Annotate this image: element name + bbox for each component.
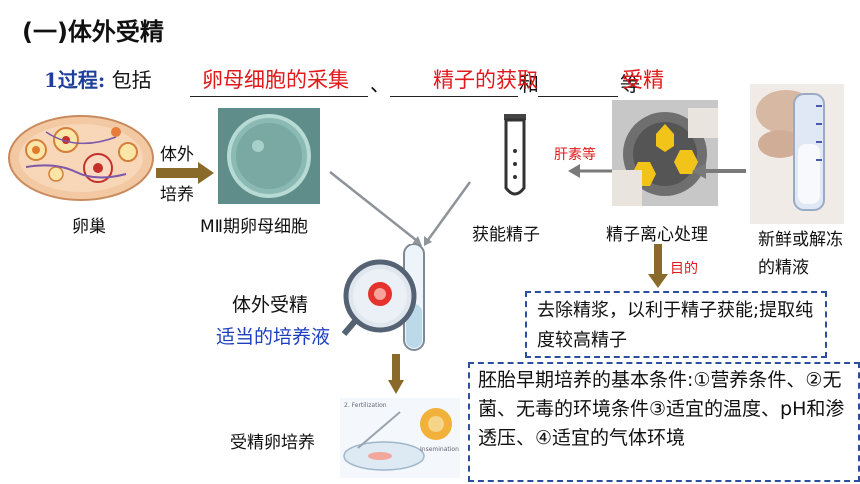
culture-conditions-box: 胚胎早期培养的基本条件:①营养条件、②无菌、无毒的环境条件③适宜的温度、pH和渗…	[468, 362, 860, 482]
in-vitro-label-2: 培养	[160, 185, 194, 205]
ovary-label: 卵巢	[72, 217, 106, 237]
culture-dish-image	[340, 398, 460, 478]
process-line: 1过程: 包括	[44, 64, 152, 93]
answer-fertilization: 受精	[622, 68, 664, 92]
process-sep-1: 、	[370, 72, 390, 96]
test-tube-icon	[504, 114, 526, 196]
answer-sperm-acquisition: 精子的获取	[433, 68, 538, 92]
fertilization-image	[341, 244, 425, 351]
semen-tube-image	[750, 84, 844, 224]
process-number: 1	[44, 68, 58, 92]
purpose-label: 目的	[670, 261, 698, 277]
purpose-box: 去除精浆，以利于精子获能;提取纯度较高精子	[525, 291, 827, 358]
purpose-arrow	[648, 244, 668, 288]
ovary-image	[8, 115, 154, 201]
converging-arrows	[329, 171, 472, 246]
fertilization-caption: 2. Fertilization	[344, 402, 387, 409]
in-vitro-label-1: 体外	[160, 145, 194, 165]
process-label: 过程:	[57, 68, 106, 92]
centrifuge-label: 精子离心处理	[606, 225, 708, 245]
process-sep-2: 和	[519, 72, 539, 96]
medium-label: 适当的培养液	[216, 326, 331, 348]
process-suffix: 等	[620, 72, 640, 96]
blank-line-1	[190, 70, 368, 97]
blank-line-2	[390, 70, 518, 97]
blank-line-3	[538, 70, 618, 97]
oocyte-label: MⅡ期卵母细胞	[200, 217, 309, 237]
process-prefix: 包括	[111, 68, 152, 92]
answer-oocyte-collection: 卵母细胞的采集	[202, 68, 349, 92]
page-title: (一)体外受精	[22, 18, 164, 46]
capacitated-sperm-label: 获能精子	[472, 225, 540, 245]
oocyte-image	[218, 108, 320, 204]
centrifuge-image	[612, 100, 718, 206]
culture-arrow	[156, 162, 214, 184]
zygote-culture-label: 受精卵培养	[230, 433, 315, 453]
culture-down-arrow	[388, 354, 404, 394]
insemination-caption: Insemination	[420, 446, 459, 453]
ivf-label: 体外受精	[232, 294, 309, 316]
heparin-label: 肝素等	[554, 147, 596, 163]
fresh-semen-label: 新鲜或解冻的精液	[758, 230, 843, 278]
process-arrows	[568, 163, 746, 179]
